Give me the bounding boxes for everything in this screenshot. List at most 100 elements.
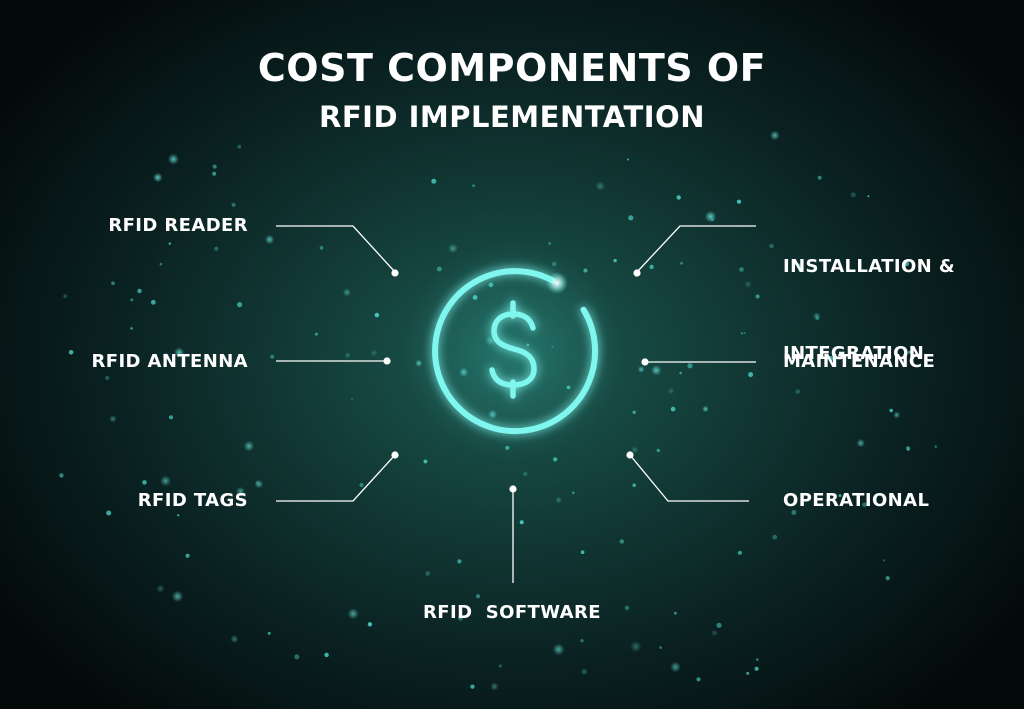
particle-dot bbox=[314, 332, 318, 336]
particle-dot bbox=[476, 594, 480, 599]
particle-dot bbox=[160, 475, 172, 487]
particle-dot bbox=[817, 175, 822, 180]
particle-dot bbox=[572, 491, 575, 495]
particle-dot bbox=[153, 172, 163, 183]
particle-dot bbox=[319, 246, 324, 250]
particle-dot bbox=[359, 483, 364, 487]
particle-dot bbox=[351, 398, 354, 401]
particle-dot bbox=[137, 288, 142, 294]
particle-dot bbox=[270, 354, 275, 359]
particle-dot bbox=[812, 312, 821, 320]
particle-dot bbox=[630, 640, 642, 653]
label-installation-line-2: INTEGRATION bbox=[783, 343, 925, 364]
particle-dot bbox=[255, 481, 260, 485]
particle-dot bbox=[470, 684, 475, 689]
particle-dot bbox=[649, 264, 654, 269]
particle-dot bbox=[267, 631, 271, 635]
particle-dot bbox=[519, 520, 524, 525]
particle-dot bbox=[212, 164, 217, 169]
connector-tags bbox=[276, 454, 396, 502]
particle-dot bbox=[687, 363, 693, 369]
particle-dot bbox=[769, 243, 774, 249]
node-antenna bbox=[383, 357, 391, 365]
particle-dot bbox=[906, 446, 911, 451]
particle-dot bbox=[676, 195, 681, 200]
particle-dot bbox=[885, 576, 890, 581]
particle-dot bbox=[631, 446, 639, 454]
particle-dot bbox=[893, 411, 901, 419]
dollar-sign-icon bbox=[489, 300, 537, 399]
particle-dot bbox=[838, 494, 842, 498]
particle-dot bbox=[472, 184, 475, 188]
particle-dot bbox=[425, 571, 431, 576]
particle-dot bbox=[769, 130, 780, 141]
particle-dot bbox=[736, 199, 742, 204]
particle-dot bbox=[680, 261, 683, 265]
particle-dot bbox=[156, 584, 165, 593]
label-maintenance: MAINTENANCE bbox=[783, 351, 936, 372]
label-installation-integration: INSTALLATION & INTEGRATION bbox=[783, 194, 955, 426]
particle-dot bbox=[659, 646, 662, 649]
particle-dot bbox=[628, 215, 634, 221]
particle-dot bbox=[168, 242, 172, 245]
particle-dot bbox=[374, 312, 380, 318]
particle-dot bbox=[667, 387, 675, 395]
particle-dot bbox=[168, 415, 174, 420]
particle-dot bbox=[889, 408, 893, 413]
particle-dot bbox=[744, 280, 752, 288]
connector-installation bbox=[636, 225, 756, 273]
title-line-1: COST COMPONENTS OF bbox=[257, 46, 767, 90]
particle-dot bbox=[150, 299, 156, 305]
particle-dot bbox=[856, 438, 865, 448]
particle-dot bbox=[159, 262, 163, 266]
particle-dot bbox=[737, 550, 743, 555]
connector-operational bbox=[629, 454, 749, 502]
particle-dot bbox=[796, 263, 801, 268]
connector-reader bbox=[276, 225, 396, 273]
particle-dot bbox=[748, 372, 754, 378]
particle-dot bbox=[552, 609, 558, 615]
particle-dot bbox=[231, 202, 236, 207]
particle-dot bbox=[105, 376, 110, 380]
particle-dot bbox=[702, 405, 709, 413]
particle-dot bbox=[523, 471, 528, 476]
particle-dot bbox=[243, 440, 255, 452]
particle-dot bbox=[882, 559, 885, 562]
particle-dot bbox=[756, 658, 759, 661]
particle-dot bbox=[906, 448, 910, 452]
particle-dot bbox=[431, 178, 437, 184]
particle-dot bbox=[167, 153, 179, 165]
node-software bbox=[509, 485, 517, 493]
particle-dot bbox=[862, 502, 867, 508]
particle-dot bbox=[850, 192, 856, 198]
particle-dot bbox=[795, 389, 800, 394]
particle-dot bbox=[345, 353, 351, 358]
particle-dot bbox=[755, 294, 760, 299]
particle-dot bbox=[237, 144, 242, 149]
particle-dot bbox=[711, 629, 718, 637]
particle-dot bbox=[347, 608, 359, 620]
title-line-2: RFID IMPLEMENTATION bbox=[319, 100, 705, 134]
label-rfid-antenna: RFID ANTENNA bbox=[91, 351, 248, 372]
node-installation bbox=[633, 269, 641, 277]
particle-dot bbox=[739, 267, 744, 272]
particle-dot bbox=[367, 622, 373, 627]
label-rfid-reader: RFID READER bbox=[108, 215, 248, 236]
particle-dot bbox=[174, 347, 185, 358]
particle-dot bbox=[624, 605, 630, 611]
node-maintenance bbox=[641, 358, 649, 366]
particle-dot bbox=[490, 682, 499, 691]
particle-dot bbox=[704, 210, 717, 223]
particle-dot bbox=[185, 553, 190, 558]
particle-dot bbox=[162, 352, 170, 361]
particle-dot bbox=[613, 258, 617, 263]
particle-dot bbox=[908, 350, 911, 354]
particle-dot bbox=[632, 410, 636, 414]
particle-dot bbox=[111, 281, 115, 286]
particle-dot bbox=[674, 611, 677, 615]
particle-dot bbox=[212, 171, 217, 176]
node-reader bbox=[391, 269, 399, 277]
particle-dot bbox=[651, 365, 662, 376]
